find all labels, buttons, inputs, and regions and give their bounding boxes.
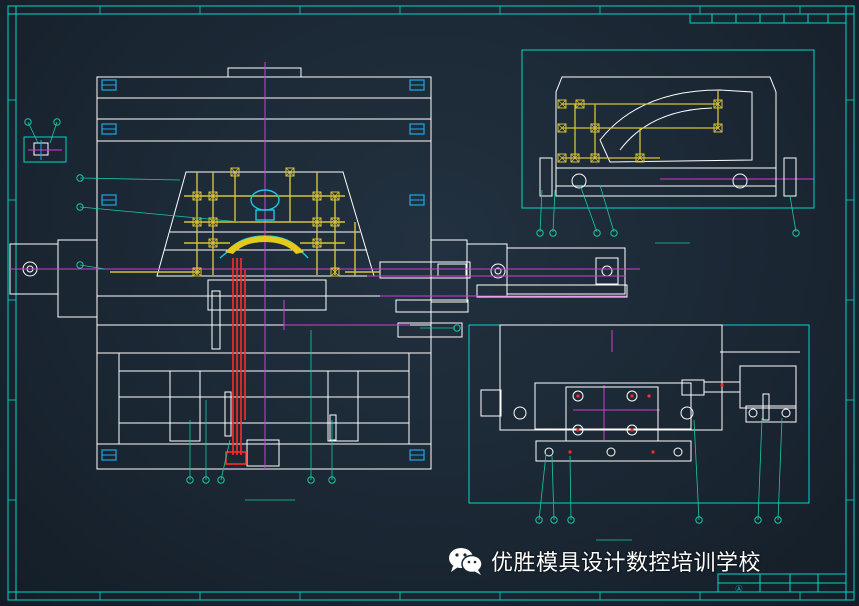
title-block	[717, 573, 847, 593]
main-view-leaders	[79, 177, 455, 481]
main-view-bolts	[101, 79, 425, 461]
ejector-pins	[225, 258, 247, 465]
top-view-leaders	[539, 184, 797, 244]
top-view-balloons	[536, 229, 800, 237]
watermark: 优胜模具设计数控培训学校	[447, 543, 761, 579]
centerlines	[10, 62, 814, 470]
title-block-mark: Ⓐ	[736, 585, 743, 593]
main-section-view	[9, 67, 628, 470]
cooling-channels-main	[110, 172, 380, 276]
bottom-view	[468, 324, 810, 504]
part-wall-section	[225, 236, 304, 254]
main-view-balloons	[76, 174, 461, 484]
wechat-icon	[449, 548, 483, 575]
drawing-border	[7, 5, 855, 601]
bottom-view-leaders	[538, 417, 783, 541]
bottom-view-balloons	[535, 516, 782, 524]
detail-view-small	[23, 118, 67, 163]
bottom-view-pins	[568, 383, 724, 454]
top-view-cooling	[562, 90, 719, 159]
top-view	[521, 49, 815, 209]
watermark-text: 优胜模具设计数控培训学校	[491, 551, 762, 576]
